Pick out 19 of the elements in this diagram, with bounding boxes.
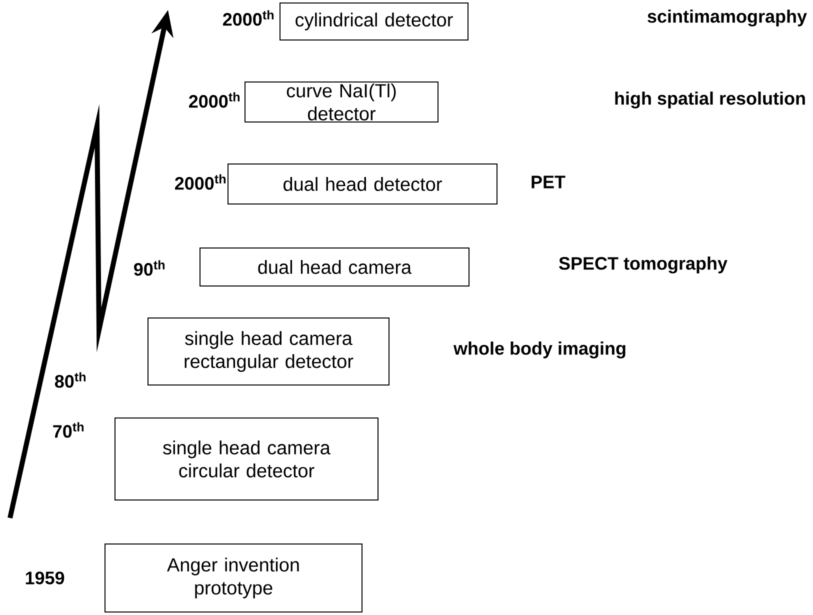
- year-label: 70$^{th}$: [53, 422, 84, 438]
- year-label: 90$^{th}$: [134, 260, 165, 276]
- year-label: 80$^{th}$: [54, 372, 86, 388]
- era-box: dual head camera: [200, 248, 470, 286]
- year-label: 2000$^{th}$: [189, 92, 240, 108]
- year-label: 2000$^{th}$: [175, 174, 226, 190]
- feature-label: PET: [532, 176, 566, 188]
- feature-label: SPECT tomography: [559, 256, 728, 274]
- year-label: 1959: [26, 572, 64, 584]
- era-box: cylindrical detector: [280, 2, 468, 40]
- feature-label: scintimamography: [648, 10, 807, 26]
- era-box: dual head detector: [228, 164, 498, 204]
- year-label: 2000$^{th}$: [223, 10, 274, 26]
- era-box: Anger invention prototype: [104, 544, 362, 612]
- feature-label: whole body imaging: [453, 342, 626, 358]
- era-box: curve NaI(Tl) detector: [244, 82, 438, 122]
- era-box: single head camera rectangular detector: [148, 318, 390, 386]
- feature-label: high spatial resolution: [615, 92, 805, 108]
- era-box: single head camera circular detector: [114, 418, 378, 500]
